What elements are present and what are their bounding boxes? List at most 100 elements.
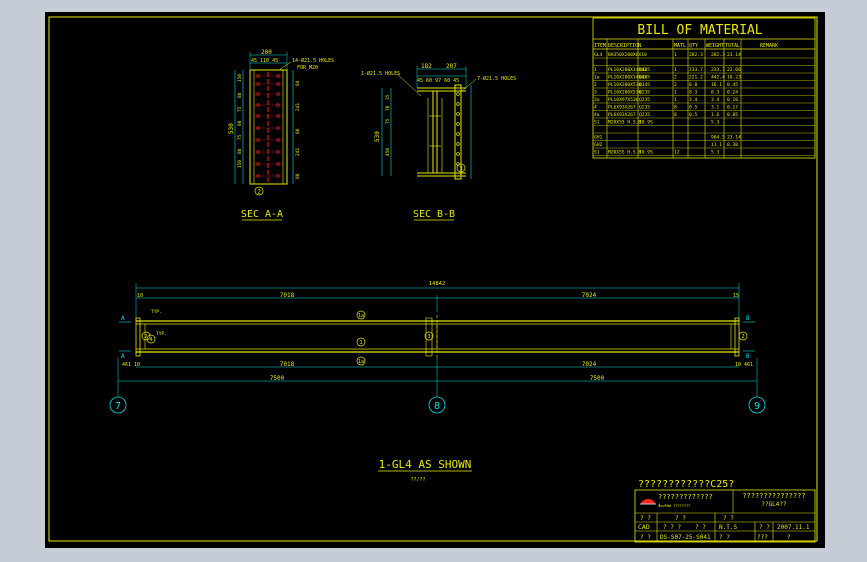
bom-title: BILL OF MATERIAL (637, 23, 762, 38)
bom-cell: 3a (594, 97, 600, 103)
bom-cell: Q235 (639, 90, 650, 96)
bom-cell: 3.4 (711, 97, 720, 103)
bom-cell: 10.9S (639, 120, 653, 126)
bolt-hole (256, 103, 260, 107)
bolt-hole (456, 122, 460, 126)
bolt-hole (456, 92, 460, 96)
elev-end-left: 10 (137, 293, 143, 299)
sec-a-left-dim: 150 (237, 74, 243, 82)
bom-cell: 8.3 (689, 90, 698, 96)
bom-cell: 0.5 (689, 105, 698, 111)
bom-cell: 0.30 (727, 142, 738, 148)
bom-cell: 3.4 (689, 97, 698, 103)
cut-b-bottom: B (746, 353, 750, 360)
bom-cell: 8 (674, 112, 677, 118)
grid-label: 9 (754, 401, 760, 412)
bom-cell: 2 (674, 82, 677, 88)
bom-cell: S1 (594, 150, 600, 156)
bom-cell: GH2 (594, 142, 603, 148)
plate-a-holes (254, 74, 283, 178)
elev-d1: 7018 (280, 292, 295, 299)
bom-cell: Q345 (639, 75, 650, 81)
tb-dwg-no: DS-S07-25-S041 (660, 534, 711, 541)
bolt-hole (256, 92, 260, 96)
bom-cell: 8.0 (689, 82, 698, 88)
bolt-hole (456, 102, 460, 106)
grid-bubble (748, 396, 766, 414)
bolt-hole (456, 142, 460, 146)
bom-cell: 0.45 (727, 82, 738, 88)
sec-a-left-dim: 80 (237, 120, 243, 126)
bom-cell: 3.1 (711, 105, 720, 111)
callout-bubble (738, 331, 748, 341)
bom-cell: 11.1 (711, 142, 722, 148)
bom-cell: 0.05 (727, 112, 738, 118)
bom-header-1: DESCRIPTION (608, 43, 641, 49)
tb-date: 2007.11.1 (777, 524, 810, 531)
elev-span1: 7500 (270, 375, 285, 382)
bom-cell: 1 (674, 97, 677, 103)
bom-cell: 0.24 (727, 90, 738, 96)
bom-cell: 964.5 (711, 135, 725, 141)
bom-cell: 23.14 (727, 135, 741, 141)
bom-header-3: QTY (689, 43, 698, 49)
bolt-hole (256, 138, 260, 142)
sec-a-right-dim: 80 (295, 128, 301, 134)
callout-bubble (146, 334, 156, 344)
bom-cell: Q345 (639, 67, 650, 73)
bom-cell: 2 (674, 75, 677, 81)
typ-label-2: TYP. (156, 331, 167, 337)
elev-end-right: 15 (733, 293, 739, 299)
bolt-hole (456, 132, 460, 136)
bom-cell: PL10X200X530 (608, 82, 641, 88)
bom-cell: 233.7 (711, 67, 725, 73)
sec-b-note-left: 1-Ø21.5 HOLES (361, 70, 400, 77)
bom-cell: M20X55 H.S.B (608, 150, 641, 156)
bom-header-4: WEIGHT (706, 43, 724, 49)
elev-d2: 7024 (582, 292, 597, 299)
sec-a-right-dim: 241 (295, 103, 301, 111)
plate-b-holes (456, 92, 460, 166)
bom-row: GH2 11.1 0.30 (594, 142, 738, 148)
bolt-hole (256, 74, 260, 78)
sec-b-label: SEC B-B (413, 209, 455, 220)
typ-label-1: TYP. (151, 309, 162, 315)
bom-cell: 10.9S (639, 150, 653, 156)
bom-cell: 1 (674, 90, 677, 96)
callout-bubble (141, 331, 151, 341)
sec-a-right-dim: 84 (295, 80, 301, 86)
end-plate-b (454, 84, 462, 180)
sec-a-sub: 45 110 45 (251, 58, 278, 64)
bolt-hole (256, 174, 260, 178)
bom-cell: 4a (594, 112, 600, 118)
bom-cell: 16.1 (711, 82, 722, 88)
bom-cell: 221.2 (689, 75, 703, 81)
drawing-border (48, 16, 818, 542)
bom-cell: 18.23 (727, 75, 741, 81)
callout-label: 4 (149, 337, 152, 343)
elev-bot-left: 461 10 (122, 362, 140, 368)
bom-cell: BH350X200X6X10 (608, 52, 647, 58)
tb-company-sub: ชื่อบริษัท ???????? (658, 503, 690, 508)
elev-d3: 7018 (280, 361, 295, 368)
bom-cell: PL10X200X14842 (608, 75, 647, 81)
cut-b-top: B (746, 315, 750, 322)
elev-total: 14842 (429, 281, 446, 287)
sec-a-note1: 14-Ø21.5 HOLES (292, 57, 334, 64)
bom-cell: 4 (594, 105, 597, 111)
callout-label: 1a (358, 359, 364, 365)
bolt-hole (256, 126, 260, 130)
callout-bubble (356, 356, 366, 366)
tb-drawing-sub: ??GL4?? (761, 501, 787, 508)
